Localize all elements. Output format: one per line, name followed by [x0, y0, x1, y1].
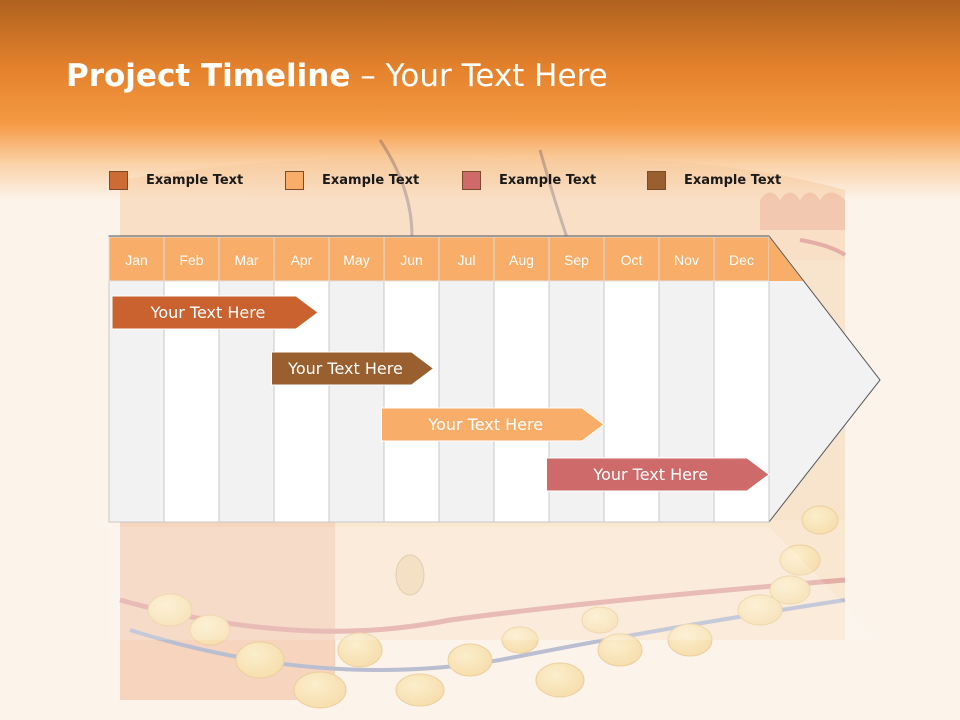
month-header-sep	[548, 236, 605, 282]
month-label-jul: Jul	[458, 252, 476, 268]
legend-item-2: Example Text	[285, 170, 419, 190]
month-column-aug	[493, 280, 550, 523]
task-bar-label-4: Your Text Here	[592, 465, 708, 484]
task-bar-2: Your Text Here	[271, 351, 435, 386]
month-column-jun	[383, 280, 440, 523]
month-header-jan	[108, 236, 165, 282]
month-label-nov: Nov	[674, 252, 699, 268]
legend-swatch-4	[647, 170, 666, 190]
legend-item-1: Example Text	[109, 170, 243, 190]
legend-label-1: Example Text	[146, 172, 244, 188]
month-label-feb: Feb	[179, 252, 203, 268]
month-header-oct	[603, 236, 660, 282]
title-rest: – Your Text Here	[350, 58, 608, 94]
month-labels: Jan Feb Mar Apr May Jun Jul Aug Sep Oct Nov Dec	[125, 252, 754, 268]
month-header-nov	[658, 236, 715, 282]
month-column-jul	[438, 280, 495, 523]
legend-label-3: Example Text	[499, 172, 597, 188]
month-header-dec	[713, 236, 770, 282]
month-header-may	[328, 236, 385, 282]
task-bar-label-1: Your Text Here	[150, 303, 266, 322]
task-bar-1: Your Text Here	[111, 295, 319, 330]
task-bar-shape-3	[381, 407, 605, 442]
month-header-feb	[163, 236, 220, 282]
month-label-oct: Oct	[621, 252, 643, 268]
month-label-apr: Apr	[291, 252, 313, 268]
month-header-mar	[218, 236, 275, 282]
month-column-may	[328, 280, 385, 523]
legend-swatch-2	[285, 170, 304, 190]
legend-label-4: Example Text	[684, 172, 782, 188]
month-label-sep: Sep	[564, 252, 589, 268]
month-label-may: May	[343, 252, 369, 268]
month-label-jun: Jun	[400, 252, 423, 268]
arrow-header-strip	[769, 237, 803, 281]
task-bar-4: Your Text Here	[546, 457, 770, 492]
legend-label-2: Example Text	[322, 172, 420, 188]
task-bar-shape-4	[546, 457, 770, 492]
page-title: Project Timeline – Your Text Here	[66, 58, 608, 94]
task-bar-shape-1	[111, 295, 319, 330]
legend-item-3: Example Text	[462, 170, 596, 190]
month-header-aug	[493, 236, 550, 282]
header-band	[0, 0, 960, 200]
legend-swatch-1	[109, 170, 128, 190]
month-label-aug: Aug	[509, 252, 534, 268]
month-label-jan: Jan	[125, 252, 148, 268]
title-bold: Project Timeline	[66, 58, 351, 94]
timeline-reflection	[109, 527, 880, 640]
month-label-mar: Mar	[234, 252, 258, 268]
month-label-dec: Dec	[729, 252, 754, 268]
legend-item-4: Example Text	[647, 170, 781, 190]
legend-swatch-3	[462, 170, 481, 190]
task-bar-shape-2	[271, 351, 435, 386]
task-bar-3: Your Text Here	[381, 407, 605, 442]
month-header-jun	[383, 236, 440, 282]
task-bar-label-2: Your Text Here	[287, 359, 403, 378]
task-bar-label-3: Your Text Here	[427, 415, 543, 434]
